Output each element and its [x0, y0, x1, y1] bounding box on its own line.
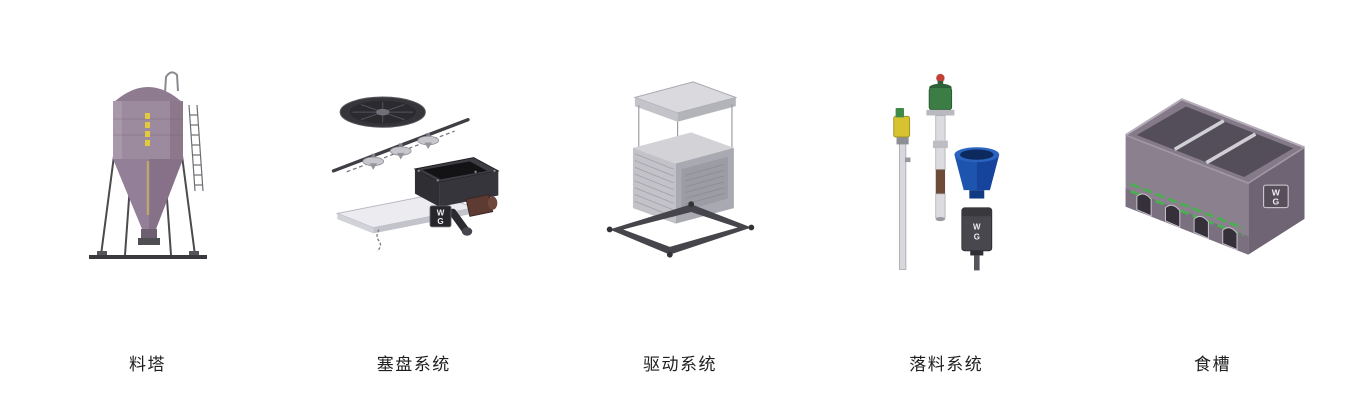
chain-disc: [417, 132, 439, 150]
motor-tube: [926, 73, 955, 221]
wg-logo: W G: [973, 222, 981, 241]
logo-tower: W G: [961, 206, 993, 270]
wg-logo: W G: [1263, 184, 1289, 208]
product-card-feed-trough[interactable]: W G 食槽: [1095, 20, 1330, 415]
product-label: 驱动系统: [643, 355, 717, 374]
feed-hopper: [954, 146, 1000, 199]
gear-motor: [465, 193, 498, 217]
chain-disc: [389, 143, 412, 160]
drive-system-illustration: [606, 80, 754, 258]
product-card-disc-system[interactable]: W G 塞盘系统: [296, 20, 531, 415]
feed-trough-image: W G: [1110, 20, 1315, 335]
product-label: 塞盘系统: [376, 355, 451, 374]
drop-system-image: W G: [876, 20, 1016, 335]
disc-chain: [346, 130, 455, 173]
feed-silo-illustration: [88, 70, 207, 259]
svg-text:G: G: [974, 232, 980, 241]
silo-base: [88, 250, 207, 259]
svg-text:W: W: [1272, 187, 1281, 197]
hanging-chain: [376, 229, 381, 252]
product-card-drive-system[interactable]: 驱动系统: [563, 20, 798, 415]
product-label: 食槽: [1194, 355, 1231, 374]
svg-text:W: W: [436, 208, 444, 217]
product-card-drop-system[interactable]: W G 落料系统: [829, 20, 1064, 415]
silo-fill-pipe: [163, 70, 179, 93]
silo-outlet: [137, 228, 160, 245]
silo-body: [112, 86, 183, 229]
feed-holes: [1136, 192, 1238, 250]
wg-logo: W G: [429, 205, 452, 228]
svg-text:G: G: [437, 217, 443, 226]
product-card-feed-silo[interactable]: 料塔: [30, 20, 265, 415]
feed-silo-image: [73, 20, 223, 335]
trough-body: [1125, 97, 1305, 255]
drop-box: [413, 157, 500, 207]
drive-lid: [632, 80, 737, 122]
plug-disc: [339, 96, 426, 128]
drop-system-illustration: W G: [893, 73, 1000, 270]
sensor-tube: [893, 107, 911, 270]
silo-markings: [144, 112, 150, 146]
feed-trough-illustration: W G: [1125, 97, 1305, 255]
disc-system-image: W G: [324, 20, 504, 335]
product-label: 料塔: [129, 355, 166, 374]
chain-disc: [362, 153, 384, 170]
svg-text:W: W: [973, 222, 981, 231]
base-frame: [606, 200, 754, 258]
drive-system-image: [598, 20, 763, 335]
disc-system-illustration: W G: [331, 96, 500, 252]
outlet-tube: [448, 208, 473, 236]
product-label: 落料系统: [909, 355, 984, 374]
svg-text:G: G: [1273, 196, 1280, 206]
silo-ladder: [187, 104, 204, 191]
